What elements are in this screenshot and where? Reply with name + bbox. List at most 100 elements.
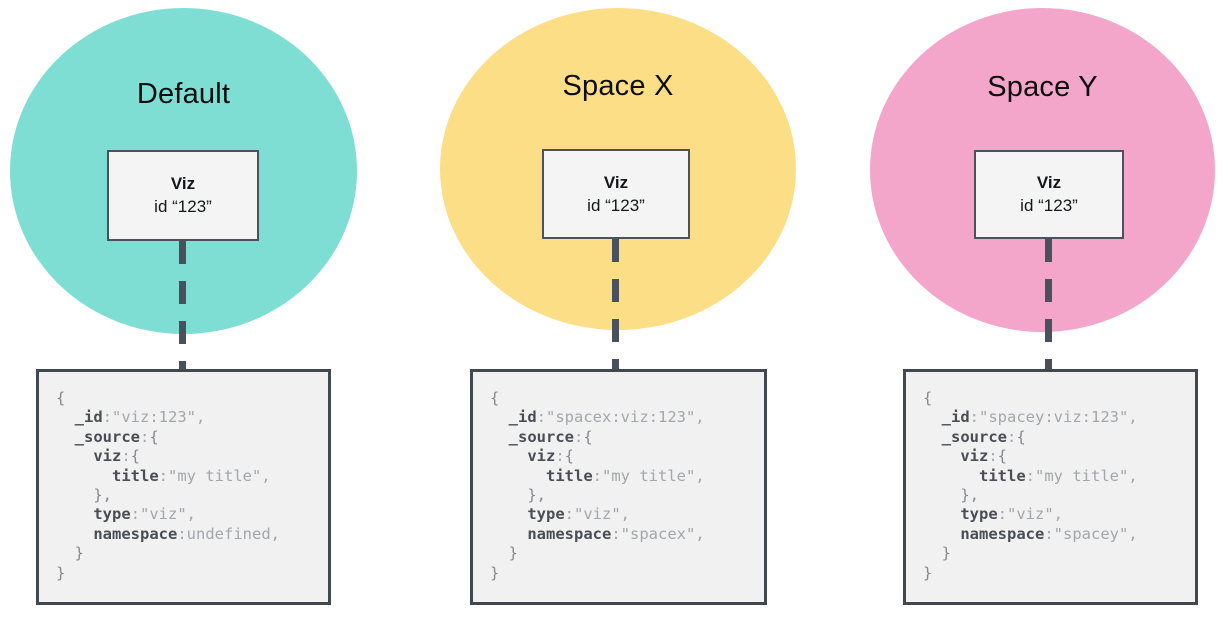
code-line: } [490, 564, 764, 583]
viz-node-title: Viz [1036, 173, 1062, 192]
code-token: : [121, 447, 131, 466]
code-token: type [527, 505, 565, 524]
code-line: { [923, 389, 1195, 408]
code-line: namespace:"spacex", [490, 525, 764, 544]
code-token: _id [508, 408, 537, 427]
code-token: _source [941, 427, 1007, 446]
dashed-connector [612, 239, 619, 380]
code-token: title [546, 466, 593, 485]
code-line: { [56, 389, 328, 408]
code-token: _id [941, 408, 970, 427]
code-token: :"my title", [592, 466, 705, 485]
code-token: _id [74, 408, 103, 427]
code-token: namespace [527, 524, 612, 543]
code-token: } [56, 563, 66, 582]
dashed-connector [1045, 239, 1052, 380]
code-line: _source:{ [923, 428, 1195, 447]
code-token: : [988, 447, 998, 466]
code-token: : [555, 447, 565, 466]
code-token: { [997, 447, 1008, 466]
code-line: type:"viz", [490, 505, 764, 524]
code-token: }, [960, 486, 979, 505]
code-token [923, 447, 960, 465]
code-token [490, 486, 527, 504]
code-line: { [490, 389, 764, 408]
code-token: :"spacex", [611, 524, 705, 543]
code-line: title:"my title", [923, 467, 1195, 486]
viz-node-id: id “123” [1020, 196, 1078, 215]
code-line: } [56, 564, 328, 583]
saved-object-code-box: { _id:"viz:123", _source:{ viz:{ title:"… [36, 369, 331, 605]
code-token [56, 486, 93, 504]
code-token: :"my title", [1025, 466, 1138, 485]
code-token: } [508, 544, 519, 563]
space-title: Space Y [987, 71, 1098, 103]
code-token [490, 447, 527, 465]
code-token: :"viz", [130, 505, 196, 524]
code-token: _source [508, 427, 574, 446]
code-token: } [923, 563, 933, 582]
code-token: :"viz:123", [102, 408, 206, 427]
code-line: viz:{ [56, 447, 328, 466]
code-token: : [140, 427, 150, 446]
code-token [56, 525, 93, 543]
code-token: title [112, 466, 159, 485]
code-token [923, 525, 960, 543]
code-token [56, 408, 75, 426]
viz-node-title: Viz [603, 172, 629, 192]
code-token: :"spacex:viz:123", [536, 408, 705, 427]
code-line: }, [923, 486, 1195, 505]
code-line: namespace:undefined, [56, 525, 328, 544]
viz-node-id: id “123” [154, 197, 212, 216]
viz-node: Viz id “123” [107, 150, 259, 241]
code-token: { [923, 389, 933, 407]
code-token [923, 467, 979, 485]
viz-node: Viz id “123” [542, 149, 690, 239]
viz-node: Viz id “123” [974, 150, 1124, 239]
code-token [923, 505, 960, 523]
code-line: } [490, 544, 764, 563]
code-token: namespace [93, 524, 178, 543]
code-token: { [583, 427, 593, 446]
code-token [56, 467, 112, 485]
code-token: type [93, 505, 131, 524]
code-token: viz [93, 447, 122, 466]
code-line: title:"my title", [490, 467, 764, 486]
code-token: _source [74, 427, 140, 446]
code-token [56, 447, 93, 465]
code-token [490, 408, 509, 426]
saved-object-code-box: { _id:"spacey:viz:123", _source:{ viz:{ … [903, 369, 1198, 605]
code-token: { [490, 389, 500, 407]
code-token: type [960, 505, 998, 524]
code-line: } [923, 544, 1195, 563]
code-line: } [56, 544, 328, 563]
code-token: namespace [960, 524, 1045, 543]
saved-object-code-box: { _id:"spacex:viz:123", _source:{ viz:{ … [470, 369, 767, 605]
code-line: }, [490, 486, 764, 505]
code-token [923, 486, 960, 504]
code-token [56, 428, 75, 446]
code-token: } [941, 544, 952, 563]
code-line: _id:"spacex:viz:123", [490, 408, 764, 427]
code-token: :"my title", [158, 466, 271, 485]
code-token: viz [960, 447, 989, 466]
code-token [56, 505, 93, 523]
code-token: viz [527, 447, 556, 466]
code-token: :"viz", [997, 505, 1063, 524]
code-token: : [1007, 427, 1017, 446]
code-token: :undefined, [177, 524, 280, 543]
viz-node-id: id “123” [587, 195, 645, 215]
code-token: } [490, 563, 500, 582]
code-token [490, 505, 527, 523]
code-token: { [56, 389, 66, 407]
code-token: }, [93, 486, 112, 505]
code-token [490, 428, 509, 446]
code-line: _id:"spacey:viz:123", [923, 408, 1195, 427]
code-token: { [130, 447, 141, 466]
space-title: Space X [562, 70, 674, 102]
code-token: : [574, 427, 584, 446]
code-token: :"viz", [564, 505, 630, 524]
code-token: { [149, 427, 159, 446]
code-token [923, 428, 942, 446]
code-token: }, [527, 486, 546, 505]
